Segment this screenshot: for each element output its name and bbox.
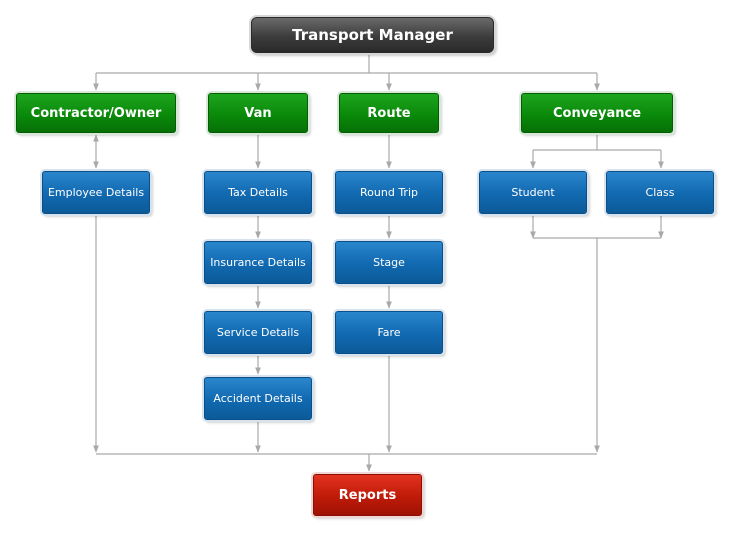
- employee-details-node[interactable]: Employee Details: [42, 171, 150, 214]
- tax-details-node[interactable]: Tax Details: [204, 171, 312, 214]
- insurance-details-node[interactable]: Insurance Details: [204, 241, 312, 284]
- class-node[interactable]: Class: [606, 171, 714, 214]
- van-node[interactable]: Van: [208, 93, 308, 133]
- student-node[interactable]: Student: [479, 171, 587, 214]
- transport-manager-node[interactable]: Transport Manager: [251, 17, 494, 53]
- service-details-node[interactable]: Service Details: [204, 311, 312, 354]
- reports-node[interactable]: Reports: [313, 474, 422, 516]
- contractor-owner-node[interactable]: Contractor/Owner: [16, 93, 176, 133]
- route-node[interactable]: Route: [339, 93, 439, 133]
- accident-details-node[interactable]: Accident Details: [204, 377, 312, 420]
- stage-node[interactable]: Stage: [335, 241, 443, 284]
- fare-node[interactable]: Fare: [335, 311, 443, 354]
- conveyance-node[interactable]: Conveyance: [521, 93, 673, 133]
- round-trip-node[interactable]: Round Trip: [335, 171, 443, 214]
